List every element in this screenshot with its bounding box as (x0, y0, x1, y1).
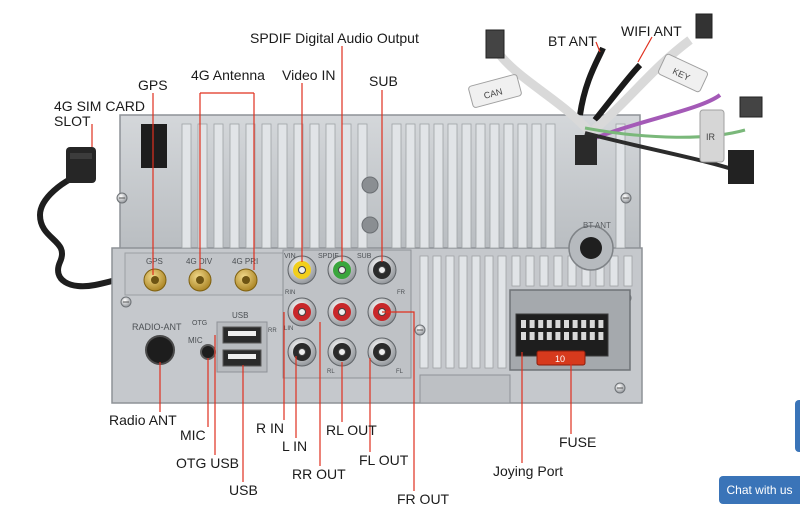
lin-print: LIN (284, 326, 293, 332)
callout-spdif: SPDIF Digital Audio Output (250, 30, 419, 46)
bt-ant-print: BT ANT (583, 221, 611, 230)
callout-joying-port: Joying Port (493, 463, 564, 479)
callout-4g-antenna: 4G Antenna (191, 67, 265, 83)
callout-sim-slot-line2: SLOT (54, 113, 91, 129)
can-tag-print: CAN (483, 86, 504, 101)
fl-print: FL (396, 369, 404, 375)
radio-ant-print: RADIO-ANT (132, 322, 182, 332)
l-in-jack[interactable] (287, 337, 317, 367)
sim-card-adapter (66, 147, 96, 183)
callout-usb: USB (229, 482, 258, 498)
cooling-fins (181, 123, 633, 369)
callout-otg-usb: OTG USB (176, 455, 240, 471)
callout-radio-ant: Radio ANT (109, 412, 177, 428)
fl-out-jack[interactable] (367, 337, 397, 367)
rl-out-jack[interactable] (327, 337, 357, 367)
callout-leader-lines (91, 36, 653, 491)
side-feedback-tab[interactable] (795, 400, 800, 452)
key-tag (657, 53, 709, 93)
otg-print: OTG (192, 320, 207, 327)
callout-mic: MIC (180, 427, 206, 443)
vin-print: VIN (284, 253, 296, 260)
callout-wifi-ant: WIFI ANT (621, 23, 682, 39)
spdif-jack[interactable] (327, 255, 357, 285)
r-in-jack[interactable] (287, 297, 317, 327)
can-tag (468, 74, 522, 108)
callout-fl-out: FL OUT (359, 452, 409, 468)
fuse (536, 350, 586, 366)
mic-print: MIC (188, 336, 203, 345)
pri-print: 4G PRI (232, 257, 258, 266)
callout-rr-out: RR OUT (292, 466, 346, 482)
fr-print: FR (397, 290, 406, 296)
callout-sim-slot-line1: 4G SIM CARD (54, 98, 146, 114)
joying-port-pins (521, 320, 604, 340)
rin-print: RIN (285, 290, 295, 296)
callout-video-in: Video IN (282, 67, 336, 83)
rl-print: RL (327, 369, 335, 375)
mic-port[interactable] (200, 344, 216, 360)
callout-rl-out: RL OUT (326, 422, 377, 438)
sub-print: SUB (357, 253, 372, 260)
spdif-print: SPDIF (318, 253, 339, 260)
radio-ant-port[interactable] (145, 335, 175, 365)
callout-fr-out: FR OUT (397, 491, 450, 507)
rr-out-jack[interactable] (327, 297, 357, 327)
ir-tag (699, 109, 725, 163)
sim-card-slot (141, 124, 167, 168)
gps-print: GPS (146, 257, 163, 266)
callout-gps: GPS (138, 77, 168, 93)
callout-bt-ant: BT ANT (548, 33, 597, 49)
callout-l-in: L IN (282, 438, 308, 454)
callout-fuse: FUSE (559, 434, 597, 450)
chat-with-us-button[interactable]: Chat with us (719, 476, 800, 504)
cable-harness: CAN KEY IR (468, 13, 763, 184)
rca-jacks (287, 255, 397, 367)
ir-tag-print: IR (706, 132, 716, 142)
callout-sub: SUB (369, 73, 398, 89)
usb-print: USB (232, 311, 248, 320)
antenna-connectors: GPS 4G DIV 4G PRI (124, 252, 286, 296)
fuse-value-print: 10 (555, 354, 565, 364)
callout-r-in: R IN (256, 420, 284, 436)
rr-print: RR (268, 328, 277, 334)
